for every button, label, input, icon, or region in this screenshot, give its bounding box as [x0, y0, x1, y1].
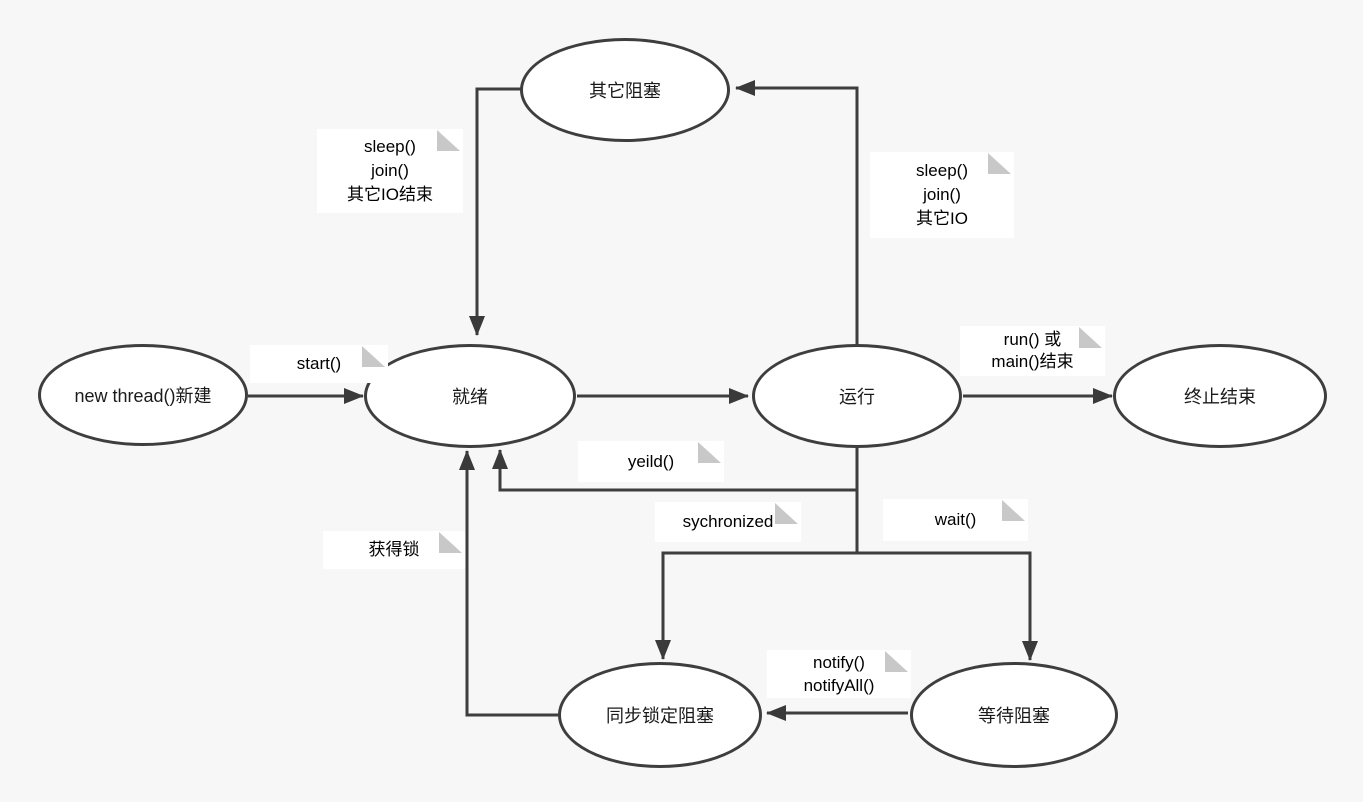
note-text: notify() notifyAll(): [803, 653, 875, 695]
note-yield: yeild(): [578, 441, 724, 482]
node-label: new thread()新建: [74, 386, 212, 406]
note-text: run() 或 main()结束: [991, 330, 1074, 371]
node-running: 运行: [752, 344, 962, 448]
note-run-or-main-end: run() 或 main()结束: [960, 326, 1105, 376]
node-other-block: 其它阻塞: [520, 38, 730, 142]
note-start: start(): [250, 345, 388, 383]
note-sleep-join-io-end: sleep() join() 其它IO结束: [317, 129, 463, 213]
node-label: 运行: [839, 387, 875, 407]
note-sleep-join-io: sleep() join() 其它IO: [870, 152, 1014, 238]
fold-corner-icon: [439, 532, 462, 553]
node-wait-block: 等待阻塞: [910, 662, 1118, 768]
node-terminated: 终止结束: [1113, 344, 1327, 448]
note-text: start(): [296, 354, 342, 373]
note-text: sychronized: [682, 512, 774, 531]
fold-corner-icon: [698, 442, 721, 463]
edge-acquire-lock: [459, 450, 559, 717]
note-text: 获得锁: [368, 540, 420, 559]
note-text: sleep() join() 其它IO结束: [347, 137, 433, 204]
node-label: 等待阻塞: [978, 706, 1050, 726]
note-text: sleep() join() 其它IO: [916, 161, 968, 228]
edge-synchronized: [655, 448, 859, 660]
fold-corner-icon: [362, 346, 385, 367]
fold-corner-icon: [1002, 500, 1025, 521]
fold-corner-icon: [885, 651, 908, 672]
note-text: wait(): [934, 510, 977, 529]
fold-corner-icon: [988, 153, 1011, 174]
fold-corner-icon: [1079, 327, 1102, 348]
note-wait: wait(): [883, 499, 1028, 541]
node-label: 就绪: [452, 387, 488, 407]
edge-wait: [857, 551, 1038, 661]
note-notify-notifyall: notify() notifyAll(): [767, 650, 911, 698]
node-sync-lock-block: 同步锁定阻塞: [558, 662, 762, 768]
note-synchronized: sychronized: [655, 502, 801, 542]
node-ready: 就绪: [364, 344, 576, 448]
node-new-thread: new thread()新建: [38, 344, 248, 446]
fold-corner-icon: [437, 130, 460, 151]
edge-sleep-to-other-block: [735, 80, 859, 344]
fold-corner-icon: [775, 503, 798, 524]
edge-other-block-to-ready: [469, 87, 521, 336]
node-label: 同步锁定阻塞: [606, 706, 714, 726]
node-label: 其它阻塞: [589, 81, 661, 101]
note-acquire-lock: 获得锁: [323, 531, 465, 569]
node-label: 终止结束: [1184, 387, 1256, 407]
note-text: yeild(): [627, 451, 675, 471]
